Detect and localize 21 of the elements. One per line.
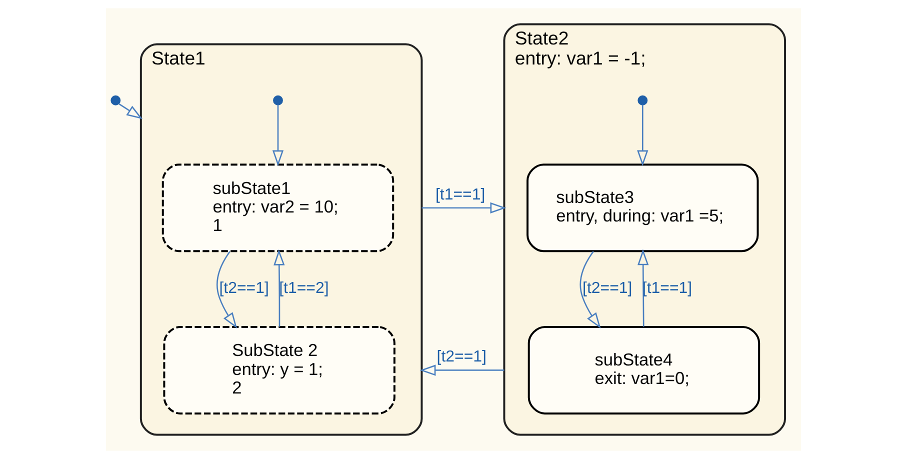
arrow [579,251,600,329]
node-circle [110,95,120,106]
arrow [636,104,648,166]
edge-label: [t2==1] [436,348,486,366]
edge-label: [t1==1] [434,186,485,204]
arrow [273,249,284,327]
node-circle [272,95,282,106]
node-box: subState1 entry: var2 = 10; 1 [161,164,394,252]
edge-label: [t2==1] [218,280,268,298]
arrow [637,249,648,327]
arrow [419,364,504,376]
edge-label: [t1==2] [278,280,328,298]
node-box: subState3 entry, during: var1 =5; [526,164,758,252]
arrow [118,103,142,120]
node-circle [637,95,648,106]
node-box: subState4 exit: var1=0; [527,326,760,414]
arrow [272,104,284,166]
node-box: SubState 2 entry: y = 1; 2 [162,326,395,414]
arrow [421,202,506,214]
edge-label: [t2==1] [582,280,632,298]
arrow [216,251,237,328]
